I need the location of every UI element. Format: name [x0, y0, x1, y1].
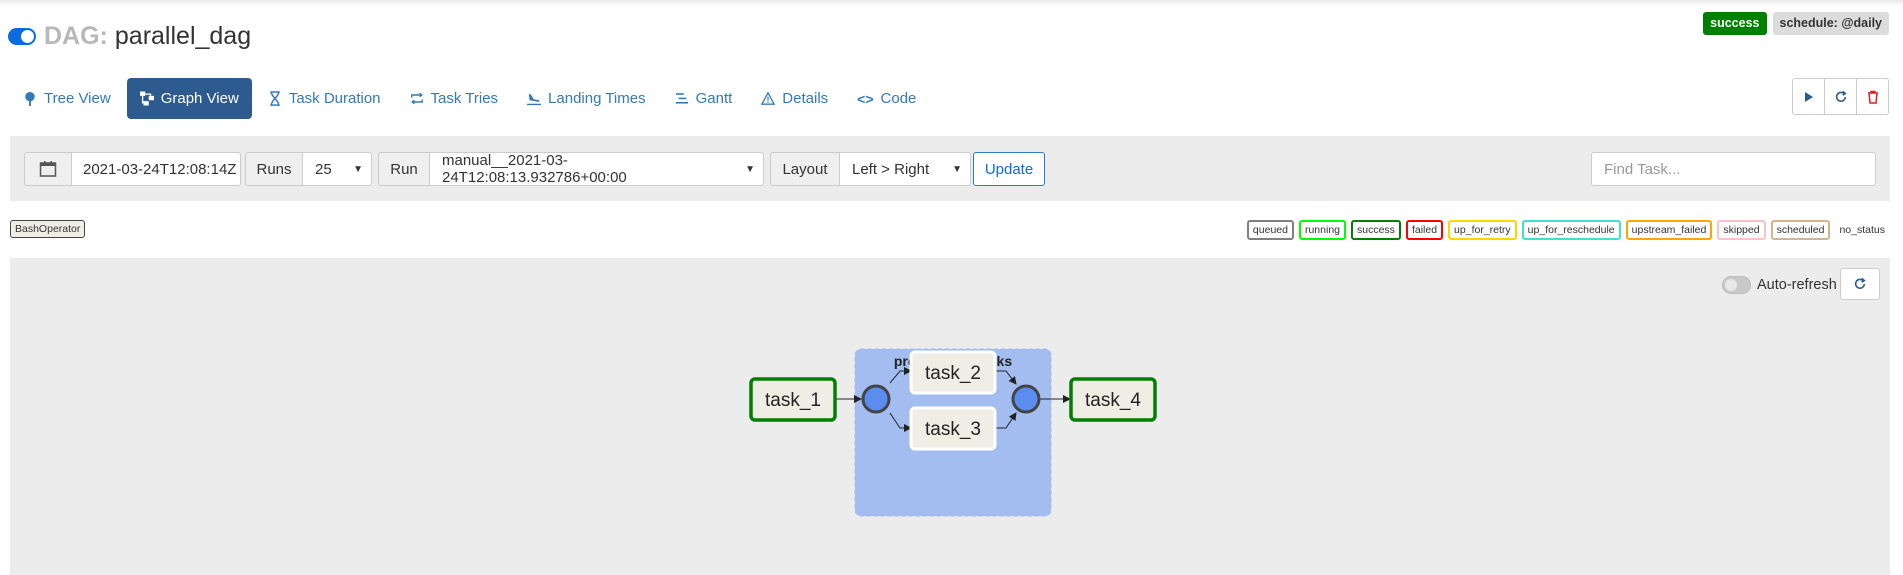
layout-value: Left > Right: [852, 160, 930, 178]
tab-landing-times[interactable]: Landing Times: [514, 78, 659, 119]
task-node-task-1[interactable]: task_1: [749, 377, 837, 422]
graph-refresh-button[interactable]: [1840, 268, 1880, 300]
refresh-icon: [1835, 90, 1847, 102]
legend-running: running: [1298, 220, 1346, 240]
tab-label: Graph View: [160, 90, 239, 107]
tab-label: Landing Times: [548, 90, 646, 107]
tab-graph-view[interactable]: Graph View: [126, 78, 252, 119]
status-badge: success: [1703, 12, 1767, 35]
legend-upstream-failed: upstream_failed: [1625, 220, 1713, 240]
operator-legend: BashOperator: [10, 220, 86, 238]
hourglass-icon: [270, 91, 280, 106]
edge-join-task3: [889, 412, 912, 432]
refresh-dag-button[interactable]: [1824, 78, 1857, 115]
dag-prefix: DAG:: [44, 21, 108, 50]
layout-label: Layout: [770, 152, 840, 186]
execution-date-input[interactable]: 2021-03-24T12:08:14Z: [71, 152, 241, 186]
runs-select[interactable]: 25 ▼: [302, 152, 372, 186]
runs-value: 25: [315, 160, 332, 178]
edge-join-task2: [889, 367, 912, 384]
find-task-input[interactable]: Find Task...: [1591, 152, 1876, 186]
auto-refresh-label: Auto-refresh: [1757, 277, 1837, 293]
calendar-button[interactable]: [24, 152, 72, 186]
layout-select[interactable]: Left > Right ▼: [839, 152, 971, 186]
legend-up-for-reschedule: up_for_reschedule: [1521, 220, 1621, 240]
tab-task-duration[interactable]: Task Duration: [255, 78, 394, 119]
run-value: manual__2021-03-24T12:08:13.932786+00:00: [442, 152, 627, 186]
tab-tree-view[interactable]: Tree View: [10, 78, 124, 119]
state-legend: queued running success failed up_for_ret…: [1246, 220, 1889, 240]
graph-canvas: Auto-refresh processing_tasks task_1: [10, 258, 1890, 575]
legend-failed: failed: [1405, 220, 1444, 240]
legend-success: success: [1351, 220, 1401, 240]
warning-triangle-icon: [761, 91, 776, 105]
dag-pause-toggle[interactable]: [8, 27, 36, 45]
legend-queued: queued: [1246, 220, 1294, 240]
trash-icon: [1867, 90, 1878, 104]
gantt-icon: [675, 93, 688, 104]
plane-landing-icon: [527, 94, 542, 106]
auto-refresh: Auto-refresh: [1722, 276, 1837, 294]
tab-task-tries[interactable]: Task Tries: [397, 78, 512, 119]
page-header: DAG: parallel_dag: [8, 20, 251, 52]
tab-label: Tree View: [44, 90, 111, 107]
tab-details[interactable]: Details: [748, 78, 841, 119]
tab-label: Gantt: [695, 90, 733, 107]
task-label: task_2: [925, 363, 981, 384]
task-node-task-2[interactable]: task_2: [909, 350, 997, 395]
chevron-down-icon: ▼: [745, 163, 755, 175]
tab-gantt[interactable]: Gantt: [662, 78, 746, 119]
task-label: task_3: [925, 419, 981, 440]
task-node-task-4[interactable]: task_4: [1069, 377, 1157, 422]
edge-task3-join: [995, 412, 1017, 429]
filter-bar: 2021-03-24T12:08:14Z Runs 25 ▼ Run manua…: [10, 136, 1890, 201]
update-button[interactable]: Update: [973, 152, 1045, 186]
tab-code[interactable]: <> Code: [844, 78, 929, 119]
chevron-down-icon: ▼: [353, 163, 363, 175]
play-icon: [1804, 91, 1813, 102]
view-tabs: Tree View Graph View Task Duration Task …: [10, 78, 932, 119]
retry-icon: [410, 92, 423, 105]
tab-label: Details: [782, 90, 829, 107]
calendar-icon: [39, 161, 57, 177]
schedule-badge: schedule: @daily: [1772, 12, 1889, 35]
refresh-icon: [1854, 277, 1866, 289]
tree-icon: [25, 91, 35, 106]
run-select[interactable]: manual__2021-03-24T12:08:13.932786+00:00…: [429, 152, 764, 186]
task-label: task_1: [765, 390, 821, 411]
dag-title: parallel_dag: [114, 21, 252, 50]
auto-refresh-toggle[interactable]: [1722, 276, 1751, 294]
group-join-out: [1011, 384, 1041, 414]
top-shadow: [0, 0, 1903, 6]
graph-icon: [139, 91, 154, 106]
tab-label: Task Tries: [430, 90, 499, 107]
legend-no-status: no_status: [1835, 222, 1889, 238]
dag-actions: [1792, 78, 1889, 115]
chevron-down-icon: ▼: [952, 163, 962, 175]
delete-dag-button[interactable]: [1856, 78, 1889, 115]
tab-label: Code: [880, 90, 917, 107]
task-label: task_4: [1085, 390, 1141, 411]
tab-label: Task Duration: [288, 90, 381, 107]
runs-label: Runs: [245, 152, 303, 186]
trigger-dag-button[interactable]: [1792, 78, 1825, 115]
edge-task2-join: [995, 370, 1017, 385]
group-join-in: [861, 384, 891, 414]
task-node-task-3[interactable]: task_3: [909, 406, 997, 451]
legend-scheduled: scheduled: [1770, 220, 1831, 240]
legend-skipped: skipped: [1717, 220, 1766, 240]
run-label: Run: [378, 152, 430, 186]
dag-graph: processing_tasks task_1 task_2 task_3 ta…: [749, 348, 1157, 517]
code-icon: <>: [857, 90, 874, 107]
legend-up-for-retry: up_for_retry: [1448, 220, 1517, 240]
header-badges: success schedule: @daily: [1703, 12, 1889, 35]
